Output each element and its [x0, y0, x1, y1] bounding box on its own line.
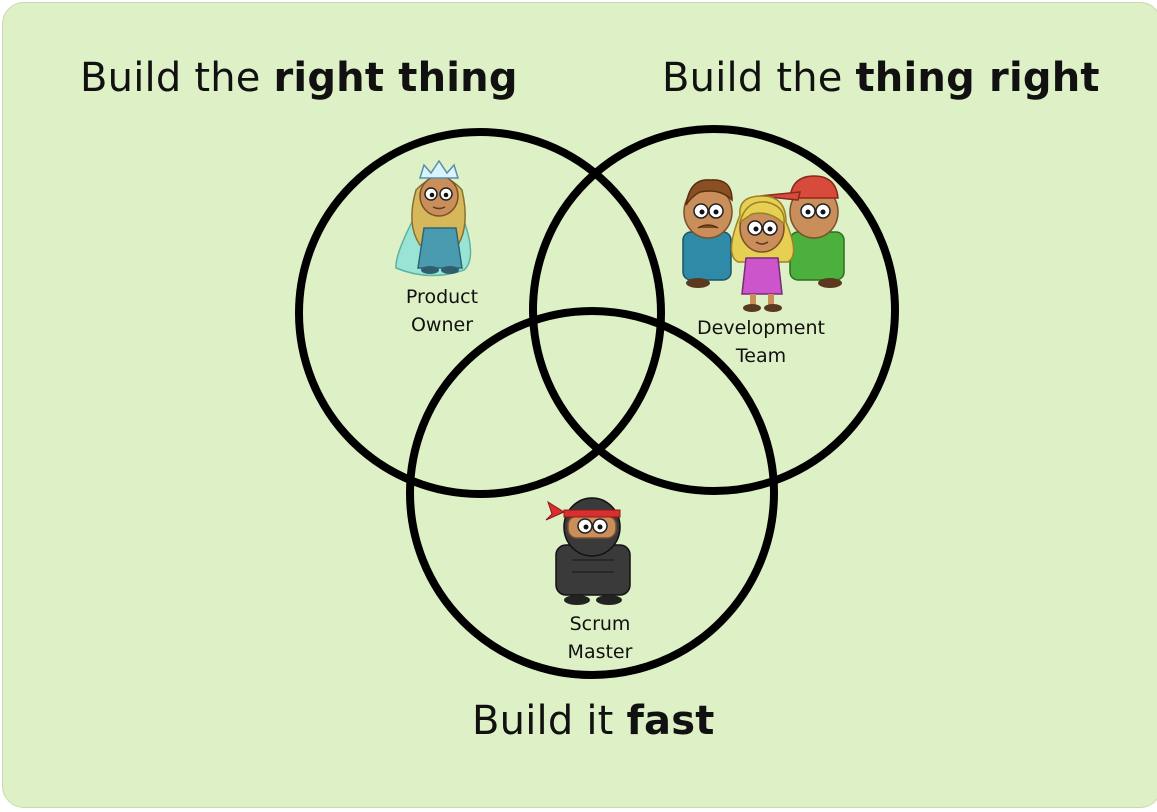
label-development-team: Development Team	[686, 314, 836, 370]
heading-emphasis: thing right	[855, 55, 1100, 101]
circle-thing-right	[529, 125, 899, 495]
heading-build-it-fast: Build it fast	[472, 698, 715, 744]
heading-prefix: Build the	[662, 55, 856, 101]
team-icon	[682, 175, 845, 312]
circle-fast	[406, 307, 778, 679]
label-scrum-master: Scrum Master	[540, 610, 660, 666]
label-line: Product	[405, 286, 479, 308]
heading-prefix: Build the	[80, 55, 274, 101]
circle-right-thing	[295, 128, 665, 498]
heading-emphasis: right thing	[273, 55, 518, 101]
heading-build-thing-right: Build the thing right	[662, 55, 1100, 101]
label-line: Team	[735, 345, 787, 367]
label-line: Owner	[410, 314, 474, 336]
heading-prefix: Build it	[472, 698, 627, 744]
princess-icon	[395, 159, 472, 277]
label-line: Development	[697, 317, 825, 339]
label-product-owner: Product Owner	[392, 283, 492, 339]
heading-build-right-thing: Build the right thing	[80, 55, 518, 101]
label-line: Master	[567, 641, 633, 663]
ninja-icon	[545, 497, 631, 605]
heading-emphasis: fast	[626, 698, 715, 744]
label-line: Scrum	[569, 613, 631, 635]
